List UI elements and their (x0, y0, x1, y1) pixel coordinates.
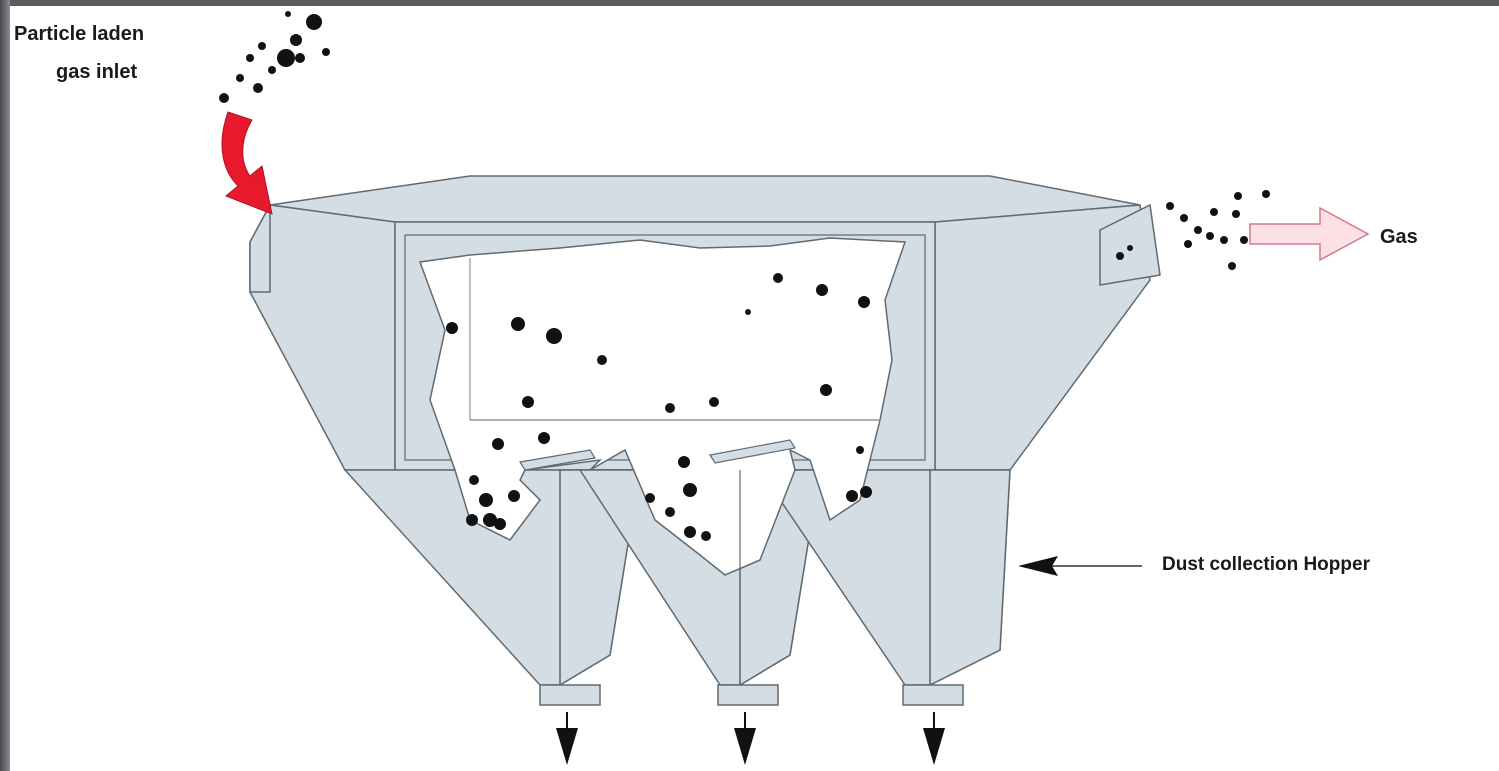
particle-dot (219, 93, 229, 103)
particle-dot (1262, 190, 1270, 198)
particle-dot (1220, 236, 1228, 244)
particle-dot (1232, 210, 1240, 218)
left-pointer-arrow-icon (1018, 556, 1142, 576)
particle-dot (709, 397, 719, 407)
particle-dot (295, 53, 305, 63)
particle-dot (816, 284, 828, 296)
particle-dot (494, 518, 506, 530)
particle-dot (683, 483, 697, 497)
particle-dot (1127, 245, 1133, 251)
inlet-flange (250, 205, 270, 292)
hopper-3-right-face (930, 470, 1010, 685)
particle-dot (1180, 214, 1188, 222)
particle-dot (846, 490, 858, 502)
particle-dot (665, 403, 675, 413)
hollow-right-arrow-icon (1250, 208, 1368, 260)
particle-dot (745, 309, 751, 315)
discharge-outlet-2 (718, 685, 778, 705)
window-frame-left (0, 0, 10, 771)
particle-dot (1184, 240, 1192, 248)
particle-dot (820, 384, 832, 396)
particle-dot (253, 83, 263, 93)
particle-dot (860, 486, 872, 498)
particle-dot (511, 317, 525, 331)
particle-dot (1210, 208, 1218, 216)
particle-dot (1194, 226, 1202, 234)
particle-dot (1166, 202, 1174, 210)
particle-dot (665, 507, 675, 517)
particle-dot (1206, 232, 1214, 240)
inlet-label-line1: Particle laden (14, 23, 144, 45)
particle-dot (1228, 262, 1236, 270)
particle-dot (446, 322, 458, 334)
particle-dot (236, 74, 244, 82)
discharge-arrows (556, 712, 945, 765)
particle-dot (1234, 192, 1242, 200)
particle-dot (246, 54, 254, 62)
particle-dot (538, 432, 550, 444)
hopper-label: Dust collection Hopper (1162, 554, 1371, 575)
discharge-outlet-1 (540, 685, 600, 705)
particle-dot (479, 493, 493, 507)
down-arrow-icon (734, 728, 756, 765)
particle-dot (466, 514, 478, 526)
particle-dot (1116, 252, 1124, 260)
particle-dot (277, 49, 295, 67)
inlet-label-line2: gas inlet (56, 61, 137, 83)
particle-dot (684, 526, 696, 538)
particle-dot (645, 493, 655, 503)
diagram-canvas: Particle laden gas inlet Gas Dust collec… (10, 6, 1499, 771)
electrostatic-precipitator-diagram: Particle laden gas inlet Gas Dust collec… (10, 6, 1499, 771)
particle-dot (858, 296, 870, 308)
particle-dot (492, 438, 504, 450)
particle-dot (258, 42, 266, 50)
down-arrow-icon (556, 728, 578, 765)
curved-down-arrow-icon (222, 112, 272, 214)
particle-dot (856, 446, 864, 454)
particle-dot (701, 531, 711, 541)
particle-dot (322, 48, 330, 56)
particle-dot (290, 34, 302, 46)
particle-dot (678, 456, 690, 468)
outlet-gas-label: Gas (1380, 226, 1418, 248)
particle-dot (1240, 236, 1248, 244)
particle-dot (546, 328, 562, 344)
particle-dot (508, 490, 520, 502)
particle-dot (773, 273, 783, 283)
particle-dot (469, 475, 479, 485)
inlet-transition (250, 205, 395, 470)
down-arrow-icon (923, 728, 945, 765)
particle-dot (522, 396, 534, 408)
discharge-outlet-3 (903, 685, 963, 705)
particle-dot (285, 11, 291, 17)
particle-dot (597, 355, 607, 365)
particle-dot (268, 66, 276, 74)
particle-dot (306, 14, 322, 30)
